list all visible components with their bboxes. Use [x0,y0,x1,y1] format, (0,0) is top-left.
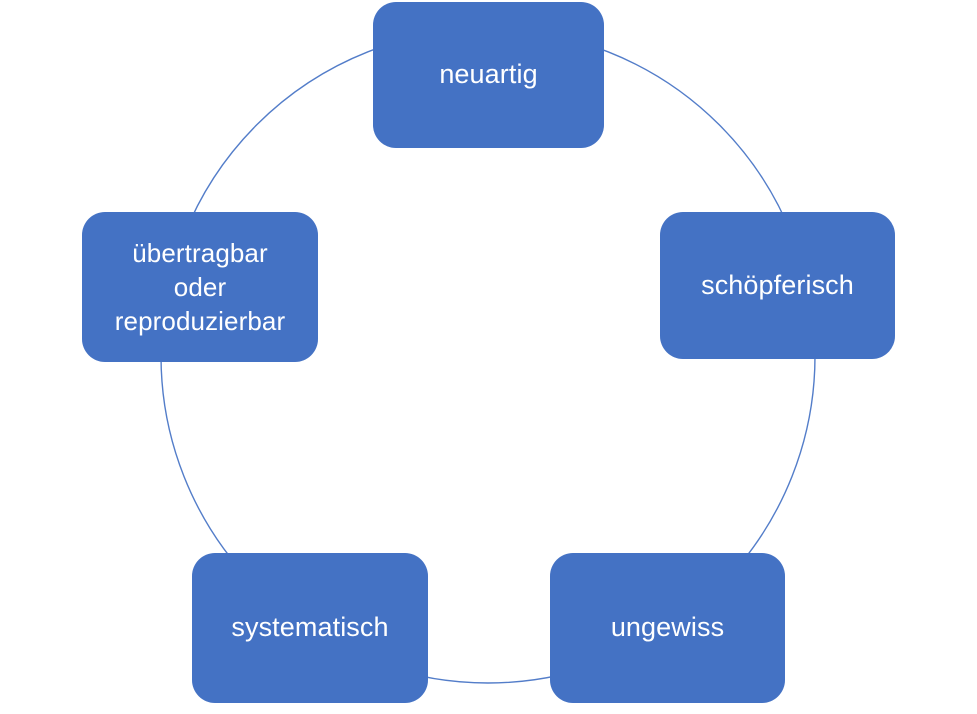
cycle-node-ungewiss-label: ungewiss [610,612,725,643]
cycle-node-systematisch[interactable]: systematisch [192,553,428,703]
cycle-node-schoepferisch-label: schöpferisch [701,269,854,300]
cycle-node-ungewiss[interactable]: ungewiss [550,553,785,703]
cycle-node-schoepferisch[interactable]: schöpferisch [660,212,895,359]
cycle-node-systematisch-label: systematisch [231,612,389,643]
cycle-node-neuartig-label: neuartig [439,59,538,90]
cycle-node-uebertragbar-label: übertragbar oder reproduzierbar [114,237,286,337]
cycle-node-uebertragbar[interactable]: übertragbar oder reproduzierbar [82,212,318,362]
cycle-node-neuartig[interactable]: neuartig [373,2,604,148]
